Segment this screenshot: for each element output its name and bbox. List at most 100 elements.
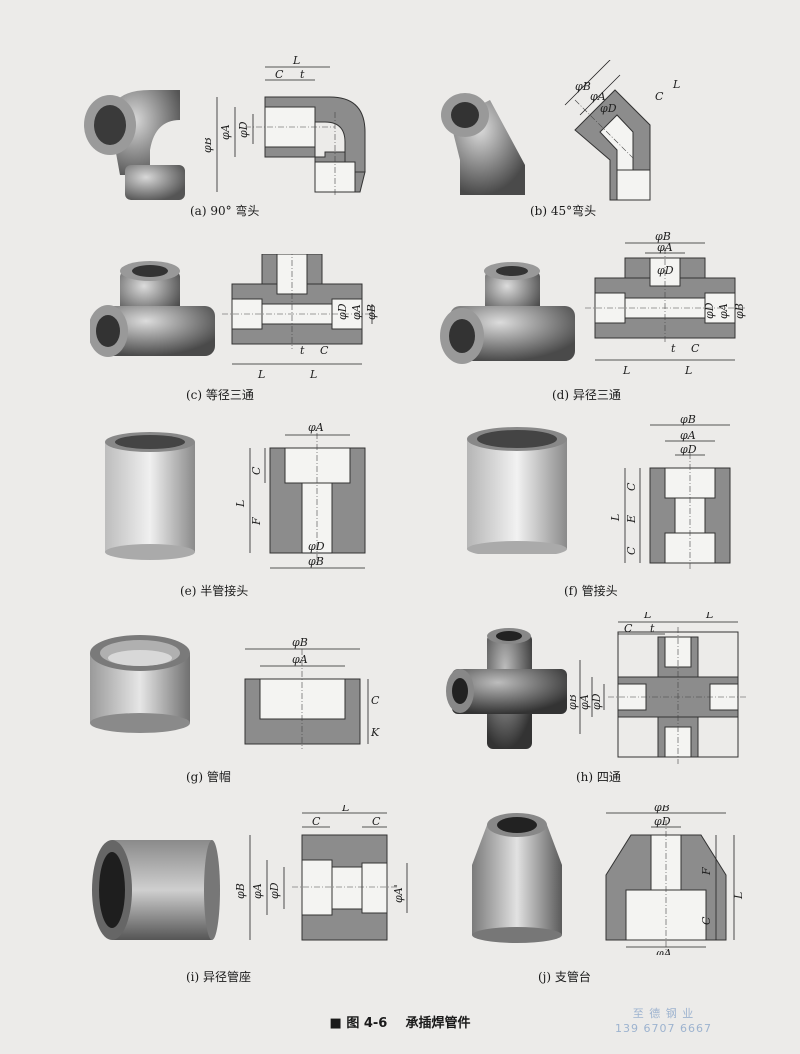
equal-tee-drawing: φD φA φB L t C L	[222, 254, 378, 381]
label-phiB: φB	[205, 137, 214, 153]
cross-photo	[446, 628, 567, 749]
label-L: L	[292, 54, 300, 67]
label-phiA: φA	[590, 90, 606, 103]
watermark-phone: 139 6707 6667	[615, 1022, 712, 1035]
label-L: L	[672, 78, 680, 91]
label-phiA: φA	[350, 304, 363, 320]
label-L1: L	[643, 612, 651, 621]
panel-d: φB φA φD φD φA φB L t C L (d) 异径三通	[400, 230, 800, 432]
label-phiA: φA	[292, 653, 308, 666]
cross-drawing: L L C t φB φA φD	[570, 612, 748, 764]
label-F: F	[250, 517, 263, 526]
label-C: C	[624, 622, 633, 635]
figure-title: 承插焊管件	[405, 1016, 471, 1031]
label-C2: C	[372, 815, 381, 828]
label-phiD: φD	[336, 303, 349, 320]
label-phiA: φA	[680, 429, 696, 442]
label-phiA: φA	[308, 421, 324, 434]
panel-a: L C t φB φA φD (a) 90° 弯头	[0, 40, 400, 236]
label-phiD-side: φD	[703, 302, 716, 319]
label-t: t	[300, 68, 305, 81]
panel-i: L C C φB φA φD φA' (i) 异径管座	[0, 800, 408, 996]
label-C: C	[320, 344, 329, 357]
panel-f: φB φA φD C L E C (f) 管接头	[400, 408, 800, 604]
panel-e: φA C L F φD φB (e) 半管接头	[0, 408, 400, 604]
label-C2: C	[625, 546, 638, 555]
reducing-tee-photo	[440, 262, 575, 364]
label-phiD: φD	[308, 540, 325, 553]
sockolet-drawing: φB φD F L C φA	[605, 805, 745, 955]
label-C: C	[371, 694, 380, 707]
watermark-name: 至 德 钢 业	[632, 1007, 695, 1020]
caption-f: (f) 管接头	[564, 584, 618, 598]
label-L: L	[732, 892, 745, 900]
equal-tee-photo	[90, 261, 215, 357]
caption-b: (b) 45°弯头	[530, 204, 597, 218]
label-phiA: φA	[251, 883, 264, 899]
caption-e: (e) 半管接头	[180, 584, 249, 598]
label-phiD: φD	[600, 102, 617, 115]
label-C: C	[691, 342, 700, 355]
reducing-tee-drawing: φB φA φD φD φA φB L t C L	[585, 230, 746, 377]
label-phiD: φD	[237, 121, 250, 138]
caption-c: (c) 等径三通	[186, 388, 254, 402]
panel-j: φB φD F L C φA (j) 支管台	[400, 800, 800, 996]
label-phiA: φA	[578, 694, 591, 710]
label-K: K	[370, 726, 380, 739]
label-phiD-top: φD	[657, 264, 674, 277]
cap-photo	[90, 635, 190, 733]
elbow-90-drawing: L C t φB φA φD	[205, 54, 366, 197]
label-t: t	[650, 622, 655, 635]
panel-c: φD φA φB L t C L (c) 等径三通	[0, 236, 400, 432]
panel-b: φB φA φD C L (b) 45°弯头	[400, 40, 800, 236]
label-C1: C	[312, 815, 321, 828]
label-L: L	[341, 805, 349, 814]
label-phiA-prime: φA'	[392, 884, 405, 903]
cap-drawing: φB φA C K	[244, 636, 380, 749]
label-t: t	[671, 342, 676, 355]
label-phiD: φD	[590, 693, 603, 710]
label-phiA: φA	[656, 947, 672, 955]
coupling-photo	[467, 427, 567, 554]
label-F: F	[700, 867, 713, 876]
sockolet-photo	[472, 813, 562, 943]
label-phiB: φB	[365, 304, 378, 320]
elbow-45-photo	[441, 93, 525, 195]
elbow-45-drawing: φB φA φD C L	[564, 60, 680, 201]
label-L1: L	[257, 368, 265, 381]
panel-g: φB φA C K (g) 管帽	[0, 612, 400, 808]
label-L1: L	[622, 364, 630, 377]
label-phiD: φD	[654, 815, 671, 828]
label-L2: L	[705, 612, 713, 621]
label-t: t	[300, 344, 305, 357]
coupling-drawing: φB φA φD C L E C	[609, 413, 731, 571]
elbow-90-photo	[84, 90, 185, 200]
figure-number: 图 4-6	[346, 1016, 388, 1031]
label-phiA-top: φA	[657, 241, 673, 254]
caption-g: (g) 管帽	[186, 770, 231, 784]
label-phiB: φB	[292, 636, 308, 649]
caption-j: (j) 支管台	[538, 970, 591, 984]
label-E: E	[625, 515, 638, 524]
caption-a: (a) 90° 弯头	[190, 204, 260, 218]
label-phiB-side: φB	[733, 303, 746, 319]
label-phiB-top: φB	[655, 230, 671, 243]
caption-i: (i) 异径管座	[186, 970, 252, 984]
label-C: C	[275, 68, 284, 81]
label-L: L	[234, 500, 247, 508]
label-phiB: φB	[308, 555, 324, 568]
label-phiD: φD	[680, 443, 697, 456]
label-phiD: φD	[268, 882, 281, 899]
label-phiB: φB	[570, 694, 579, 710]
half-coupling-photo	[105, 432, 195, 560]
panel-h: L L C t φB φA φD (h) 四通	[400, 612, 800, 808]
label-phiB: φB	[654, 805, 670, 814]
figure-caption: ■ 图 4-6 承插焊管件	[0, 1012, 800, 1031]
watermark: 至 德 钢 业 139 6707 6667	[615, 1006, 712, 1036]
label-phiA-side: φA	[717, 303, 730, 319]
label-C: C	[250, 466, 263, 475]
label-L: L	[609, 514, 622, 522]
label-phiB: φB	[234, 883, 247, 899]
caption-d: (d) 异径三通	[552, 388, 621, 402]
label-L2: L	[684, 364, 692, 377]
